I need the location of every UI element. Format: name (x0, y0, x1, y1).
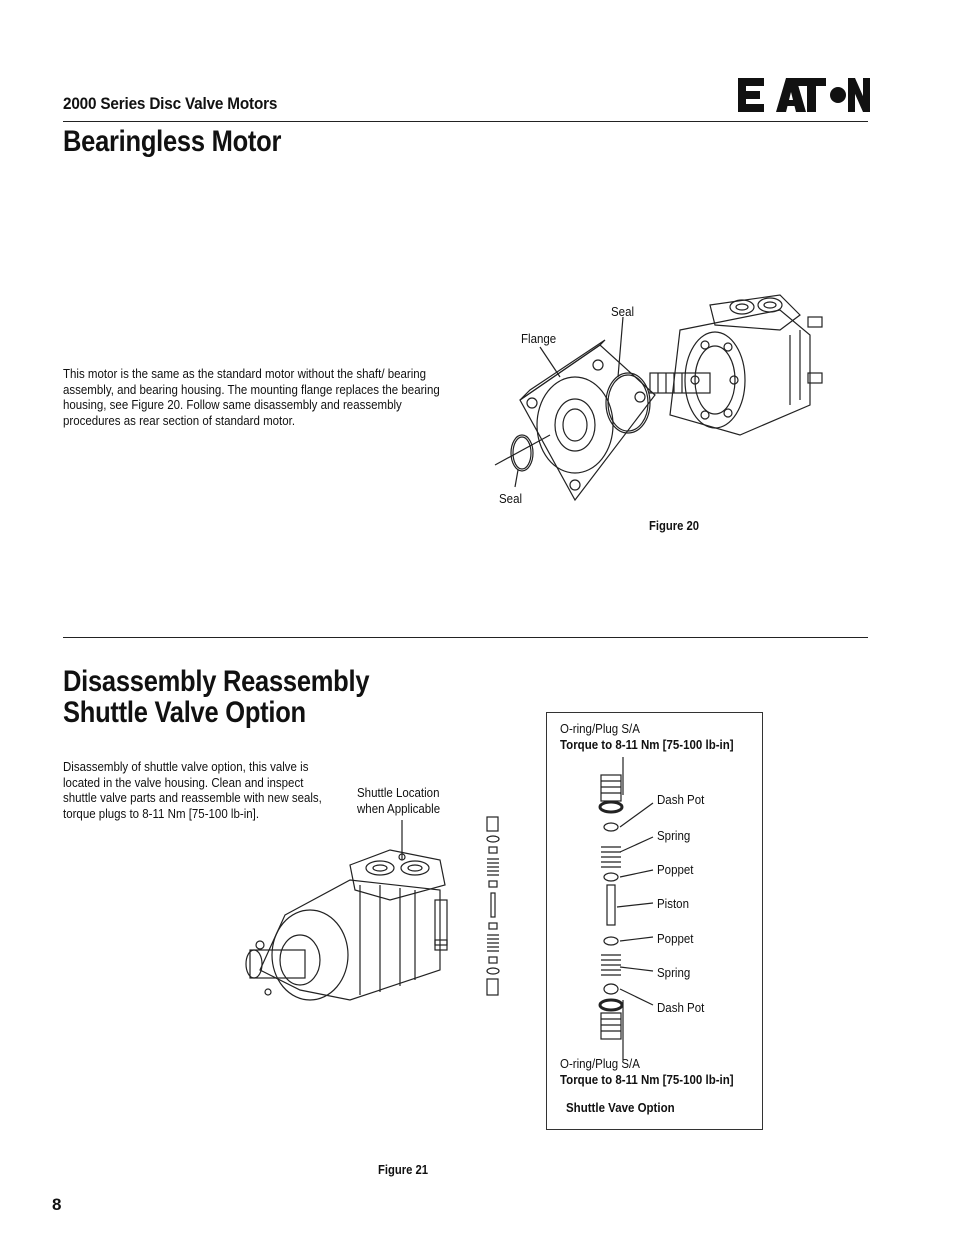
page-number: 8 (52, 1195, 62, 1214)
figure-21-illustration (245, 820, 448, 1001)
label-flange: Flange (521, 332, 557, 346)
shuttle-location-callout: Shuttle Location when Applicable (357, 786, 441, 816)
bottom-torque-label: Torque to 8-11 Nm [75-100 lb-in] (560, 1073, 734, 1087)
shuttle-paragraph: Disassembly of shuttle valve option, thi… (63, 760, 322, 821)
bearingless-paragraph: This motor is the same as the standard m… (63, 367, 440, 428)
part-label-spring-1: Spring (657, 829, 691, 843)
figure-20-caption: Figure 20 (649, 519, 700, 533)
section-title-line1: Disassembly Reassembly (63, 665, 370, 698)
top-torque-label: Torque to 8-11 Nm [75-100 lb-in] (560, 738, 734, 752)
part-label-dash-pot-1: Dash Pot (657, 793, 705, 807)
shuttle-valve-box (546, 712, 763, 1130)
series-title: 2000 Series Disc Valve Motors (63, 94, 278, 113)
figure-20-illustration (494, 294, 823, 502)
section-title-shuttle: Disassembly Reassembly Shuttle Valve Opt… (63, 665, 370, 729)
header-rule (63, 121, 868, 122)
figure-21-caption: Figure 21 (378, 1163, 429, 1177)
bottom-oring-label: O-ring/Plug S/A (560, 1057, 640, 1071)
shuttle-exploded-stack-small (486, 816, 500, 996)
part-label-piston: Piston (657, 897, 689, 911)
shuttle-exploded-stack (598, 757, 654, 1060)
section-title-bearingless: Bearingless Motor (63, 125, 282, 158)
part-label-dash-pot-2: Dash Pot (657, 1001, 705, 1015)
eaton-logo (738, 78, 870, 112)
section-title-line2: Shuttle Valve Option (63, 696, 306, 729)
shuttle-box-caption: Shuttle Vave Option (566, 1101, 675, 1115)
label-seal-top: Seal (611, 305, 635, 319)
label-seal-bottom: Seal (499, 492, 523, 506)
section-divider (63, 637, 868, 638)
part-label-poppet-2: Poppet (657, 932, 694, 946)
top-oring-label: O-ring/Plug S/A (560, 722, 640, 736)
part-label-poppet-1: Poppet (657, 863, 694, 877)
part-label-spring-2: Spring (657, 966, 691, 980)
